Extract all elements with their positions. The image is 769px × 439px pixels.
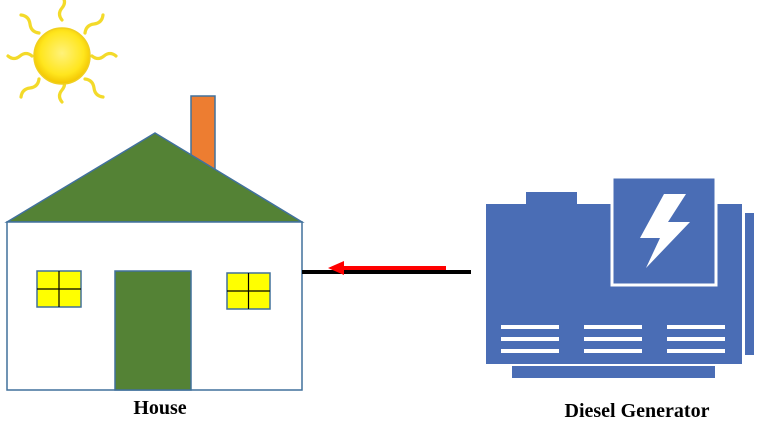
- house-window-left: [36, 270, 82, 308]
- house-door: [114, 270, 192, 391]
- lightning-bolt-icon: [640, 194, 690, 268]
- sun-icon: [6, 0, 118, 104]
- house-window-right: [226, 272, 271, 310]
- generator-label: Diesel Generator: [565, 400, 710, 422]
- house-label: House: [133, 397, 186, 419]
- roof: [4, 132, 305, 223]
- diesel-generator-icon: [486, 175, 754, 378]
- power-flow-arrow: [328, 261, 446, 275]
